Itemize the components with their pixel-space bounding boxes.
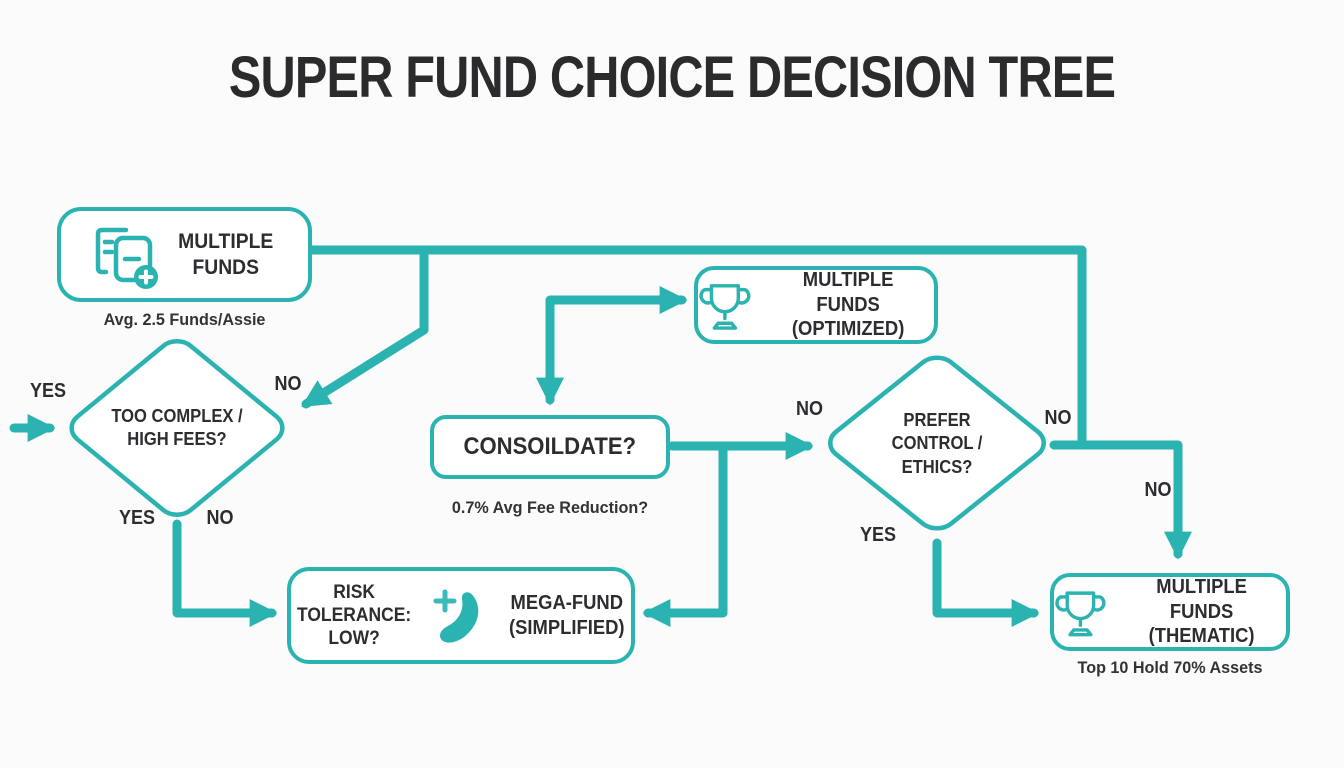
node-thematic-label: MULTIPLE FUNDS (THEMATIC) [1148, 576, 1255, 648]
node-multiple-funds-label: MULTIPLE FUNDS [177, 229, 274, 279]
edge-label-thematic-no: NO [1144, 479, 1172, 501]
node-risk-question: RISK TOLERANCE: LOW? [297, 581, 412, 650]
trophy-icon [699, 284, 751, 330]
edge-label-complex-yes-bottom: YES [118, 507, 156, 529]
caption-thematic: Top 10 Hold 70% Assets [1077, 658, 1263, 677]
node-mega-fund: RISK TOLERANCE: LOW? MEGA-FUND (SIMPLIFI… [287, 567, 635, 664]
edge-to-megafund [642, 441, 728, 627]
edge-label-entry-yes: YES [29, 380, 67, 402]
edge-label-prefer-no-left: NO [796, 398, 823, 420]
caption-multiple-funds: Avg. 2.5 Funds/Assie [103, 310, 266, 329]
edge-top-bus [305, 245, 1087, 450]
documents-plus-icon [95, 227, 158, 289]
diamond-too-complex [64, 335, 291, 522]
diamond-prefer-control-label: PREFER CONTROL / ETHICS? [891, 409, 983, 477]
diamond-too-complex-label: TOO COMPLEX / HIGH FEES? [111, 405, 243, 449]
edge-label-prefer-yes-bottom: YES [859, 524, 897, 546]
edge-consolidate-optimized [536, 286, 688, 406]
node-mega-fund-label: MEGA-FUND (SIMPLIFIED) [509, 592, 625, 639]
plus-swoosh-icon [433, 589, 479, 643]
edge-label-complex-no-bottom: NO [206, 507, 234, 529]
trophy-icon [1055, 591, 1106, 637]
node-optimized: MULTIPLE FUNDS (OPTIMIZED) [694, 266, 938, 344]
diamond-prefer-control [822, 351, 1052, 535]
edge-label-complex-no-top: NO [274, 373, 302, 395]
edge-complex-to-risk [172, 519, 278, 627]
node-thematic: MULTIPLE FUNDS (THEMATIC) [1050, 573, 1290, 651]
node-optimized-label: MULTIPLE FUNDS (OPTIMIZED) [791, 269, 905, 341]
edge-no-to-thematic [1049, 440, 1192, 560]
edge-label-prefer-no-right: NO [1044, 407, 1072, 429]
caption-consolidate: 0.7% Avg Fee Reduction? [451, 498, 649, 517]
page-title: SUPER FUND CHOICE DECISION TREE [228, 45, 1116, 110]
edge-prefer-to-thematic [932, 538, 1040, 627]
node-multiple-funds: MULTIPLE FUNDS [57, 207, 312, 302]
edge-bus-to-complex [301, 247, 429, 409]
node-consolidate: CONSOILDATE? [430, 415, 670, 479]
node-consolidate-label: CONSOILDATE? [463, 433, 637, 461]
